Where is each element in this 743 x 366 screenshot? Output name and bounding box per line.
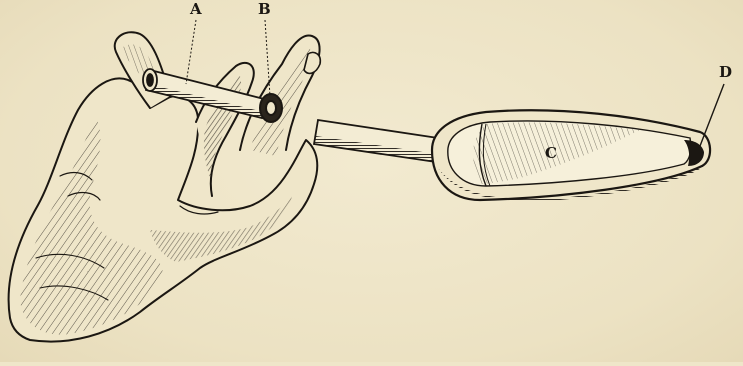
leader-a <box>186 20 196 84</box>
collar <box>260 94 282 122</box>
shaft <box>314 120 438 162</box>
spoon-bowl <box>432 110 710 201</box>
label-b: B <box>258 2 271 17</box>
label-a: A <box>190 2 202 17</box>
label-d: D <box>719 65 732 80</box>
label-c: C <box>545 146 557 161</box>
leader-d <box>700 84 724 146</box>
